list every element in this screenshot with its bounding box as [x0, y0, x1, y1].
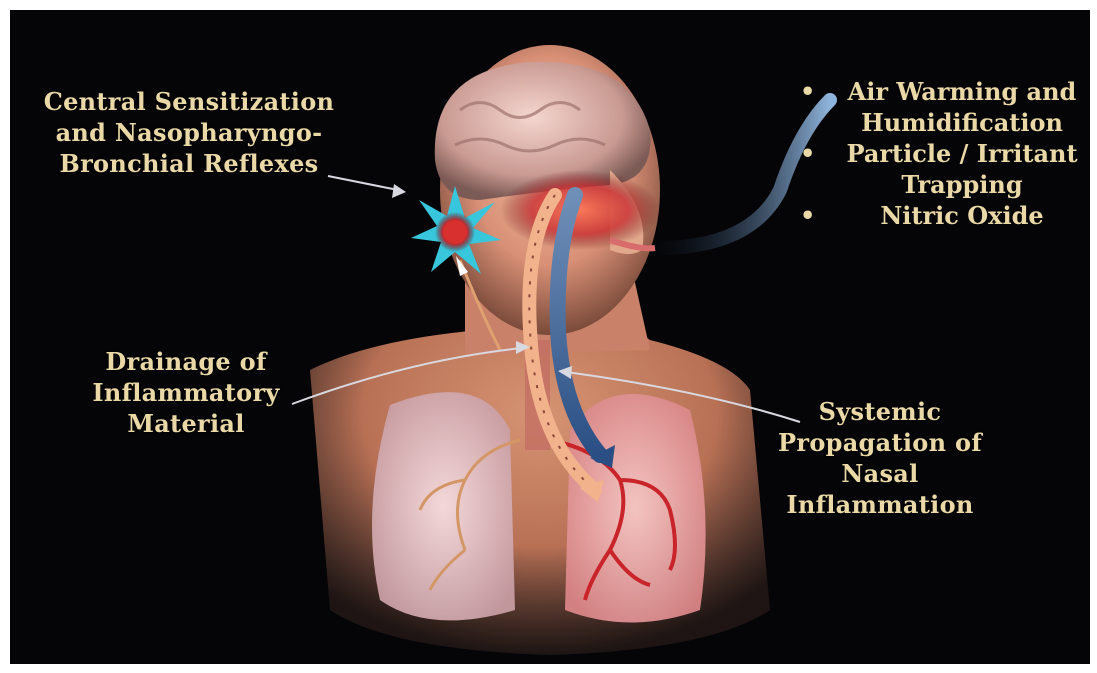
label-line: Nasal — [740, 458, 1020, 489]
nasal-inflammation — [500, 170, 660, 250]
label-line: Propagation of — [740, 427, 1020, 458]
diagram-frame: Central Sensitization and Nasopharyngo- … — [10, 10, 1090, 664]
list-item-line: Air Warming and — [834, 76, 1090, 107]
list-item-line: Trapping — [834, 169, 1090, 200]
label-line: Inflammation — [740, 489, 1020, 520]
list-item: • Particle / Irritant Trapping — [790, 138, 1090, 200]
bullet-icon: • — [800, 200, 815, 231]
label-line: Drainage of — [66, 346, 306, 377]
label-line: Systemic — [740, 396, 1020, 427]
label-line: Material — [66, 408, 306, 439]
list-item-line: Particle / Irritant — [834, 138, 1090, 169]
label-drainage: Drainage of Inflammatory Material — [66, 346, 306, 439]
label-systemic-propagation: Systemic Propagation of Nasal Inflammati… — [740, 396, 1020, 520]
label-line: and Nasopharyngo- — [24, 117, 354, 148]
arrowhead-central — [392, 184, 406, 198]
list-item-line: Humidification — [834, 107, 1090, 138]
label-central-sensitization: Central Sensitization and Nasopharyngo- … — [24, 86, 354, 179]
label-line: Bronchial Reflexes — [24, 148, 354, 179]
left-lung — [372, 392, 515, 620]
label-line: Inflammatory — [66, 377, 306, 408]
nasal-functions-list: • Air Warming and Humidification • Parti… — [790, 76, 1090, 231]
list-item: • Air Warming and Humidification — [790, 76, 1090, 138]
bullet-icon: • — [800, 138, 815, 169]
list-item-line: Nitric Oxide — [834, 200, 1090, 231]
label-line: Central Sensitization — [24, 86, 354, 117]
list-item: • Nitric Oxide — [790, 200, 1090, 231]
bullet-icon: • — [800, 76, 815, 107]
